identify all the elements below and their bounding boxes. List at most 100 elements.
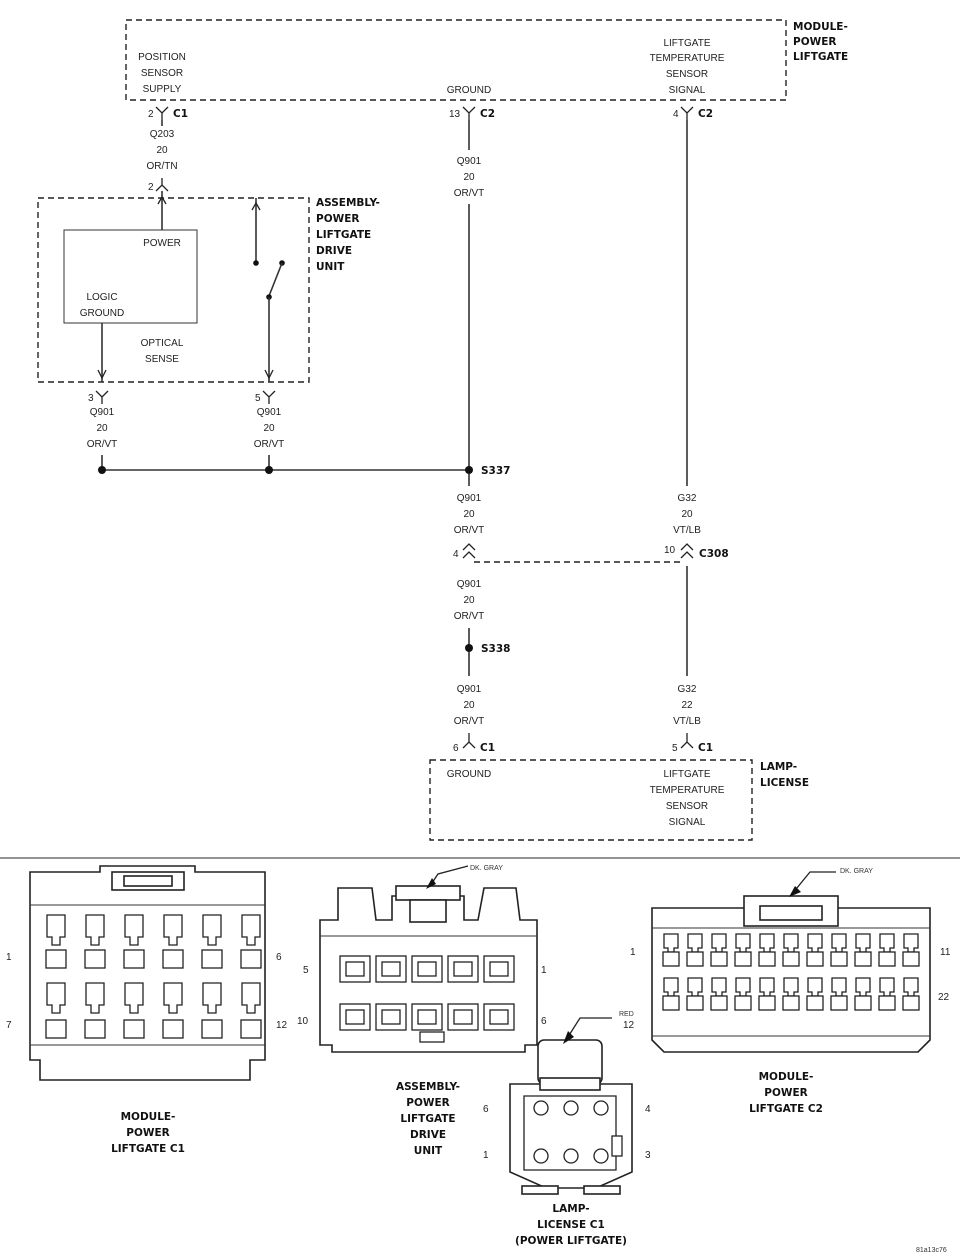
- module-title-3: LIFTGATE: [793, 51, 848, 63]
- c2-caption-3: LIFTGATE C2: [749, 1103, 823, 1115]
- cavity: [662, 995, 680, 1011]
- wire-g32-code: G32: [678, 493, 697, 504]
- leader-line: [429, 865, 469, 887]
- cavity: [710, 951, 728, 967]
- splice-s338-label: S338: [481, 643, 510, 655]
- connector-symbol: [680, 106, 694, 120]
- cavity-terminal: [453, 961, 473, 977]
- lamp-caption-3: (POWER LIFTGATE): [515, 1235, 627, 1247]
- cavity: [830, 951, 848, 967]
- c1-housing: [29, 865, 266, 1081]
- lamp-pin-1: 1: [483, 1150, 489, 1161]
- drive-title-5: UNIT: [316, 261, 345, 273]
- cavity: [123, 949, 145, 969]
- logic-ground-label-1: LOGIC: [86, 292, 117, 303]
- lamp-license: LAMP- LICENSE GROUND LIFTGATE TEMPERATUR…: [429, 759, 809, 841]
- wire-q901-color: OR/VT: [87, 439, 118, 450]
- splice-s337-label: S337: [481, 465, 510, 477]
- drive-caption-1: ASSEMBLY-: [396, 1081, 460, 1093]
- drive-title-4: DRIVE: [316, 245, 352, 257]
- cavity-terminal: [417, 961, 437, 977]
- cavity: [878, 995, 896, 1011]
- cavity-latch: [46, 914, 66, 946]
- cavity: [84, 1019, 106, 1039]
- drive-title-3: LIFTGATE: [316, 229, 371, 241]
- drive-pin-5: 5: [255, 393, 261, 404]
- lamp-pin-3: 3: [645, 1150, 651, 1161]
- wire-q203-code: Q203: [150, 129, 175, 140]
- arrow-icon: [426, 878, 436, 889]
- drive-pin-6: 6: [541, 1016, 547, 1027]
- drive-caption-5: UNIT: [414, 1145, 443, 1157]
- connector-view-drive: DK. GRAY 5 1 10 6 ASSEMBLY- POWER LIFTGA…: [297, 865, 547, 1157]
- drive-pin-2: 2: [148, 182, 154, 193]
- cavity-latch: [202, 914, 222, 946]
- conn-c1-label: C1: [173, 108, 188, 120]
- switch-blade: [268, 262, 283, 297]
- c2-caption-2: POWER: [764, 1087, 807, 1099]
- cavity: [162, 949, 184, 969]
- lamp-conn-c1-label: C1: [698, 742, 713, 754]
- c308-label: C308: [699, 548, 729, 560]
- logic-ground-label-2: GROUND: [80, 308, 124, 319]
- wire-g32-gauge: 20: [681, 509, 693, 520]
- drive-color-label: DK. GRAY: [470, 865, 503, 872]
- wire-q901-code: Q901: [457, 579, 482, 590]
- c308-pin-4: 4: [453, 549, 459, 560]
- assembly-power-liftgate-drive-unit: ASSEMBLY- POWER LIFTGATE DRIVE UNIT POWE…: [37, 197, 380, 383]
- drive-latch-inner: [409, 899, 447, 923]
- lamp-temp-label-1: LIFTGATE: [663, 769, 710, 780]
- switch-contact: [253, 260, 259, 266]
- c2-caption-1: MODULE-: [759, 1071, 814, 1083]
- cavity: [902, 951, 920, 967]
- splice-dot: [265, 466, 273, 474]
- cavity: [563, 1100, 579, 1116]
- optical-sense-label-2: SENSE: [145, 354, 179, 365]
- power-label: POWER: [143, 238, 181, 249]
- cavity-latch: [163, 982, 183, 1014]
- lamp-foot: [583, 1185, 621, 1195]
- figure-id: 81a13c76: [916, 1247, 947, 1254]
- cavity: [240, 1019, 262, 1039]
- c1-caption-1: MODULE-: [121, 1111, 176, 1123]
- cavity: [533, 1100, 549, 1116]
- module-ground-label: GROUND: [447, 85, 491, 96]
- cavity: [686, 995, 704, 1011]
- c308-pin-10: 10: [664, 545, 676, 556]
- c1-latch-inner: [123, 875, 173, 887]
- connector-symbol: [95, 390, 109, 404]
- cavity-latch: [241, 982, 261, 1014]
- module-title-1: MODULE-: [793, 21, 848, 33]
- connector-symbol: [155, 178, 169, 192]
- lamp-seal: [539, 1077, 601, 1091]
- drive-unit-wires: 3 Q901 20 OR/VT 5 Q901 20 OR/VT: [87, 390, 469, 474]
- drive-pin-1: 1: [541, 965, 547, 976]
- module-temp-label-2: TEMPERATURE: [650, 53, 725, 64]
- lamp-box-outline: [429, 759, 753, 841]
- lamp-pin-6: 6: [483, 1104, 489, 1115]
- wire-q901-color: OR/VT: [454, 525, 485, 536]
- wire-q901-code: Q901: [457, 684, 482, 695]
- lamp-temp-label-3: SENSOR: [666, 801, 708, 812]
- module-power-liftgate: MODULE- POWER LIFTGATE POSITION SENSOR S…: [125, 19, 848, 101]
- wire-q901-gauge: 20: [263, 423, 275, 434]
- logic-block: [63, 229, 198, 324]
- position-sensor-label-2: SENSOR: [141, 68, 183, 79]
- connector-symbol: [462, 106, 476, 120]
- splice-dot: [98, 466, 106, 474]
- lamp-pin-6: 6: [453, 743, 459, 754]
- wire-g32-code: G32: [678, 684, 697, 695]
- splice-s338: [465, 644, 473, 652]
- cavity-key: [611, 1135, 623, 1157]
- drive-caption-4: DRIVE: [410, 1129, 446, 1141]
- drive-caption-3: LIFTGATE: [400, 1113, 455, 1125]
- cavity: [854, 995, 872, 1011]
- drive-pin-3: 3: [88, 393, 94, 404]
- c1-pin-1: 1: [6, 952, 12, 963]
- lamp-conn-c1-label: C1: [480, 742, 495, 754]
- leader-line: [565, 1017, 612, 1041]
- connector-view-c1: 1 6 7 12 MODULE- POWER LIFTGATE C1: [6, 865, 288, 1155]
- cavity-latch: [241, 914, 261, 946]
- c1-pin-7: 7: [6, 1020, 12, 1031]
